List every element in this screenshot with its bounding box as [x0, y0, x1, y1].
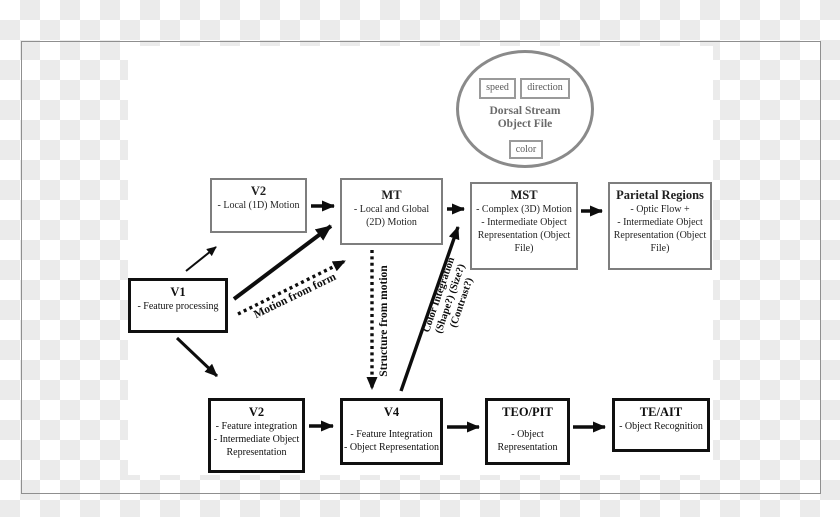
box-te-ait: TE/AIT - Object Recognition	[612, 398, 710, 452]
box-mst-line3: Representation (Object	[477, 230, 571, 241]
box-v1-line: - Feature processing	[137, 301, 219, 312]
box-parietal-line2: - Intermediate Object	[617, 217, 703, 228]
box-v4-title: V4	[383, 405, 400, 419]
dorsal-stream-object-file-ellipse: speed direction color Dorsal Stream Obje…	[456, 50, 594, 168]
ellipse-title: Dorsal Stream Object File	[459, 105, 591, 131]
box-mt-line1: - Local and Global	[353, 204, 430, 215]
box-teo-pit-title: TEO/PIT	[502, 405, 553, 419]
ellipse-title-line2: Object File	[497, 118, 553, 130]
box-parietal-title: Parietal Regions	[616, 188, 704, 202]
box-v1: V1 - Feature processing	[128, 278, 228, 333]
box-mst-title: MST	[510, 188, 538, 202]
box-v2-top: V2 - Local (1D) Motion	[210, 178, 307, 233]
speed-chip: speed	[479, 78, 516, 99]
label-structure-from-motion: Structure from motion	[378, 265, 390, 377]
box-te-ait-title: TE/AIT	[639, 405, 683, 419]
figure-frame	[21, 41, 821, 494]
color-chip: color	[509, 140, 543, 159]
box-mt-line2: (2D) Motion	[366, 217, 417, 228]
box-v2-top-title: V2	[250, 184, 267, 198]
box-te-ait-line: - Object Recognition	[619, 421, 703, 432]
direction-chip: direction	[520, 78, 570, 99]
box-v2-top-line: - Local (1D) Motion	[217, 200, 300, 211]
box-v4-line2: - Object Representation	[344, 442, 439, 453]
box-parietal-line4: File)	[650, 243, 670, 254]
box-v1-title: V1	[170, 285, 186, 299]
box-parietal-line1: - Optic Flow +	[630, 204, 690, 215]
box-parietal-line3: Representation (Object	[613, 230, 707, 241]
box-parietal-regions: Parietal Regions - Optic Flow + - Interm…	[608, 182, 712, 270]
box-v4: V4 - Feature Integration - Object Repres…	[340, 398, 443, 465]
ellipse-title-line1: Dorsal Stream	[489, 105, 561, 117]
box-teo-pit-line2: Representation	[497, 442, 558, 453]
box-mst-line4: File)	[514, 243, 534, 254]
box-mt-title: MT	[381, 188, 402, 202]
box-v2-bottom: V2 - Feature integration - Intermediate …	[208, 398, 305, 473]
box-v4-line1: - Feature Integration	[350, 429, 433, 440]
box-v2-bottom-line3: Representation	[226, 447, 287, 458]
box-mst-line1: - Complex (3D) Motion	[476, 204, 572, 215]
box-v2-bottom-line1: - Feature integration	[215, 421, 298, 432]
box-v2-bottom-title: V2	[248, 405, 265, 419]
box-mt: MT - Local and Global (2D) Motion	[340, 178, 443, 245]
box-teo-pit: TEO/PIT - Object Representation	[485, 398, 570, 465]
box-mst-line2: - Intermediate Object	[481, 217, 567, 228]
box-v2-bottom-line2: - Intermediate Object	[213, 434, 300, 445]
box-mst: MST - Complex (3D) Motion - Intermediate…	[470, 182, 578, 270]
box-teo-pit-line1: - Object	[511, 429, 544, 440]
